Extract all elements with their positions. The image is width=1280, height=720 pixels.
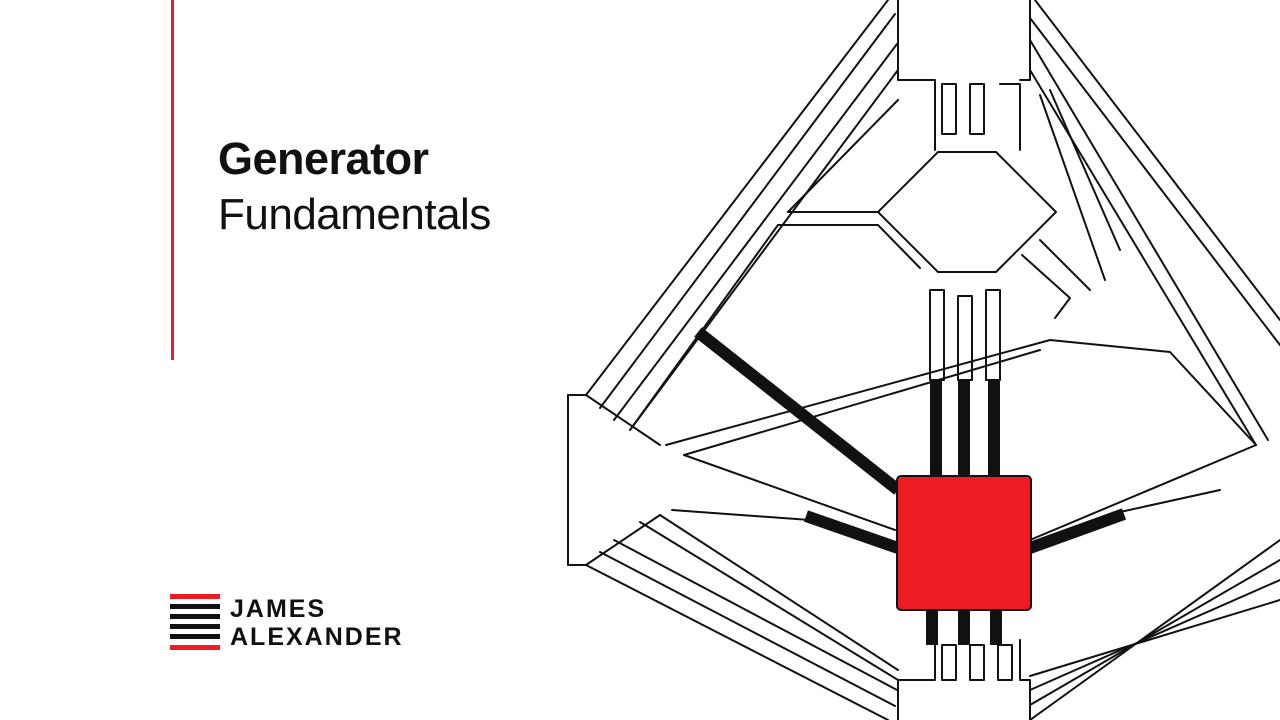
brand-line-1: JAMES	[230, 595, 327, 623]
slide-subtitle: Fundamentals	[218, 190, 491, 239]
brand-logo: JAMES ALEXANDER	[170, 594, 470, 651]
brand-wordmark: JAMES ALEXANDER	[230, 595, 404, 651]
circuit-board-diagram-icon	[567, 0, 1280, 720]
accent-divider	[171, 0, 174, 360]
slide-title: Generator	[218, 133, 429, 184]
brand-stripes-icon	[170, 594, 220, 650]
brand-line-2: ALEXANDER	[230, 623, 404, 651]
title-block: Generator Fundamentals	[218, 136, 491, 237]
